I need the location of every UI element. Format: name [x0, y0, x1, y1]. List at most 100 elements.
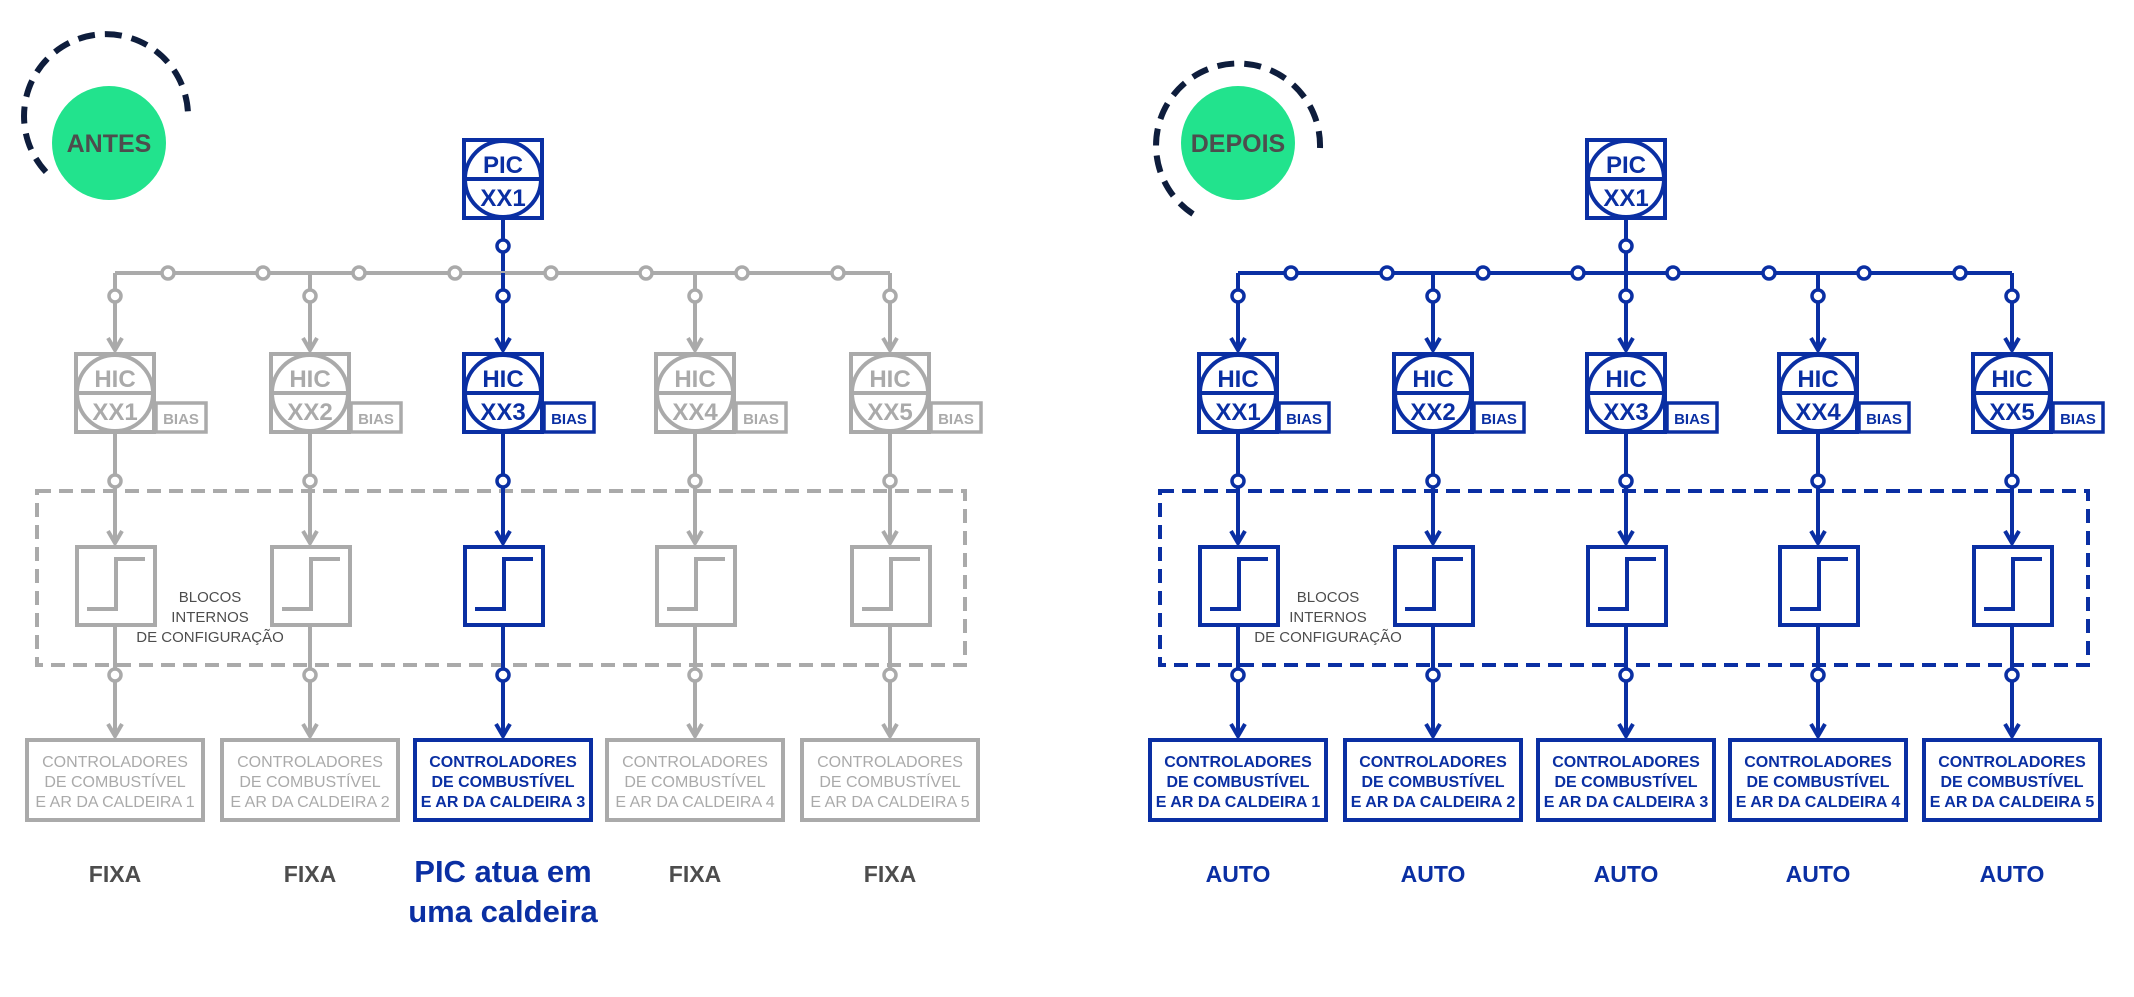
- controller-label: E AR DA CALDEIRA 4: [1736, 794, 1901, 811]
- bias-box: [1857, 401, 1911, 434]
- step-function-icon: [862, 557, 920, 611]
- bus-connector-dot: [1952, 265, 1968, 281]
- bias-box: [734, 401, 788, 434]
- controller-box: [1536, 738, 1716, 822]
- bus-connector-dot: [160, 265, 176, 281]
- connector-dot: [495, 288, 511, 304]
- controller-label: DE COMBUSTÍVEL: [1746, 772, 1889, 791]
- controller-label: CONTROLADORES: [622, 754, 768, 771]
- controller-label: E AR DA CALDEIRA 4: [615, 794, 774, 811]
- controller-label: DE COMBUSTÍVEL: [239, 772, 380, 791]
- connector-dot: [1810, 667, 1826, 683]
- arrow-head: [301, 722, 319, 740]
- mode-label: FIXA: [89, 861, 141, 887]
- bias-box: [929, 401, 983, 434]
- arrow-head: [1424, 529, 1442, 547]
- bus-connector-dot: [830, 265, 846, 281]
- connector-dot: [687, 667, 703, 683]
- connector-dot: [1425, 667, 1441, 683]
- connector-dot: [302, 288, 318, 304]
- arrow-head: [494, 529, 512, 547]
- arrow-head: [1424, 336, 1442, 354]
- step-function-icon: [1984, 557, 2042, 611]
- bias-box: [1277, 401, 1331, 434]
- badge-label: ANTES: [67, 130, 152, 158]
- connector-dot: [302, 667, 318, 683]
- bias-label: BIAS: [743, 411, 779, 428]
- bus-connector-dot: [1761, 265, 1777, 281]
- step-function-icon: [1405, 557, 1463, 611]
- bias-label: BIAS: [358, 411, 394, 428]
- controller-label: DE COMBUSTÍVEL: [1166, 772, 1309, 791]
- connector-dot: [107, 473, 123, 489]
- connector-dot: [1618, 667, 1634, 683]
- controller-box: [25, 738, 205, 822]
- hic-tag-bottom: XX4: [672, 399, 718, 426]
- controller-label: E AR DA CALDEIRA 2: [230, 794, 389, 811]
- hic-tag-bottom: XX4: [1795, 399, 1841, 426]
- bias-box: [349, 401, 403, 434]
- arrow-head: [301, 529, 319, 547]
- bus-connector-dot: [1856, 265, 1872, 281]
- mode-label: PIC atua em: [414, 854, 591, 889]
- config-blocks-label: BLOCOS: [179, 589, 242, 606]
- controller-label: E AR DA CALDEIRA 3: [1544, 794, 1709, 811]
- badge-dashed-ring: [1153, 60, 1324, 217]
- hic-tag-bottom: XX1: [1215, 399, 1260, 426]
- controller-label: DE COMBUSTÍVEL: [431, 772, 574, 791]
- bus-connector-dot: [543, 265, 559, 281]
- bias-label: BIAS: [1481, 411, 1517, 428]
- controller-label: DE COMBUSTÍVEL: [1361, 772, 1504, 791]
- connector-dot: [2004, 667, 2020, 683]
- bus-connector-dot: [1570, 265, 1586, 281]
- badge-circle: [52, 86, 166, 200]
- hic-tag-bottom: XX5: [867, 399, 912, 426]
- controller-box: [1728, 738, 1908, 822]
- hic-tag-bottom: XX5: [1989, 399, 2034, 426]
- arrow-head: [2003, 336, 2021, 354]
- connector-dot: [107, 288, 123, 304]
- controller-label: E AR DA CALDEIRA 5: [1930, 794, 2095, 811]
- controller-label: DE COMBUSTÍVEL: [1940, 772, 2083, 791]
- connector-dot: [302, 473, 318, 489]
- connector-dot: [1618, 473, 1634, 489]
- connector-dot: [1230, 288, 1246, 304]
- bias-label: BIAS: [1674, 411, 1710, 428]
- hic-tag-top: HIC: [482, 366, 523, 393]
- controller-label: E AR DA CALDEIRA 1: [1156, 794, 1321, 811]
- arrow-head: [1617, 336, 1635, 354]
- connector-dot: [1230, 667, 1246, 683]
- arrow-head: [494, 336, 512, 354]
- connector-dot: [1618, 238, 1634, 254]
- controller-label: CONTROLADORES: [1938, 754, 2086, 771]
- controller-label: E AR DA CALDEIRA 5: [810, 794, 969, 811]
- controller-label: CONTROLADORES: [1164, 754, 1312, 771]
- connector-dot: [107, 667, 123, 683]
- bias-label: BIAS: [163, 411, 199, 428]
- controller-label: CONTROLADORES: [237, 754, 383, 771]
- badge-dashed-ring: [21, 31, 192, 175]
- hic-tag-bottom: XX3: [480, 399, 525, 426]
- arrow-head: [106, 336, 124, 354]
- arrow-head: [1229, 529, 1247, 547]
- hic-tag-top: HIC: [1605, 366, 1646, 393]
- hic-tag-top: HIC: [1991, 366, 2032, 393]
- bias-label: BIAS: [1286, 411, 1322, 428]
- hic-tag-top: HIC: [94, 366, 135, 393]
- mode-label: uma caldeira: [408, 894, 598, 929]
- arrow-head: [106, 722, 124, 740]
- bus-connector-dot: [1283, 265, 1299, 281]
- controller-label: CONTROLADORES: [429, 754, 577, 771]
- controller-label: DE COMBUSTÍVEL: [624, 772, 765, 791]
- controller-label: E AR DA CALDEIRA 2: [1351, 794, 1516, 811]
- controller-label: E AR DA CALDEIRA 3: [421, 794, 586, 811]
